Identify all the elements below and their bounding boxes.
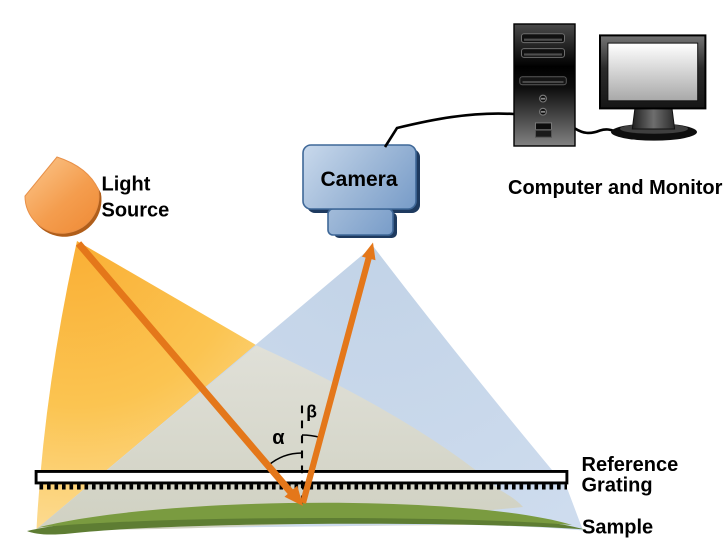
svg-text:Source: Source — [102, 200, 170, 222]
svg-text:Camera: Camera — [320, 168, 397, 191]
svg-text:Sample: Sample — [582, 517, 653, 539]
svg-text:Computer and Monitor: Computer and Monitor — [508, 177, 723, 199]
svg-text:β: β — [306, 402, 317, 422]
svg-text:Grating: Grating — [582, 475, 653, 497]
svg-text:Reference: Reference — [582, 454, 679, 476]
svg-text:Light: Light — [102, 174, 151, 196]
svg-text:α: α — [272, 427, 285, 449]
